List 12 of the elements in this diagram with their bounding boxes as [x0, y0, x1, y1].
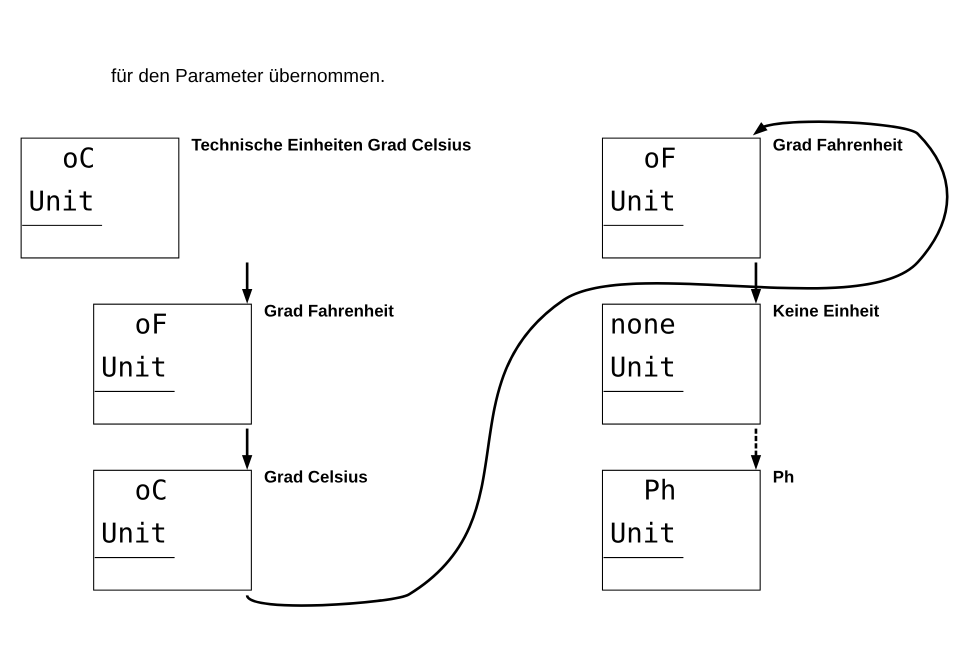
arrow	[750, 428, 762, 470]
node-label: Grad Celsius	[264, 468, 368, 487]
arrow	[750, 262, 762, 304]
node-label: Keine Einheit	[772, 302, 880, 321]
node-label: Ph	[772, 468, 794, 487]
arrow	[242, 428, 252, 470]
arrow	[246, 120, 948, 607]
node-label: Technische Einheiten Grad Celsius	[191, 136, 472, 155]
node-label: Grad Fahrenheit	[772, 136, 903, 155]
label: für den Parameter übernommen.	[111, 66, 386, 87]
node-label: Grad Fahrenheit	[264, 302, 394, 321]
arrow	[242, 262, 252, 304]
